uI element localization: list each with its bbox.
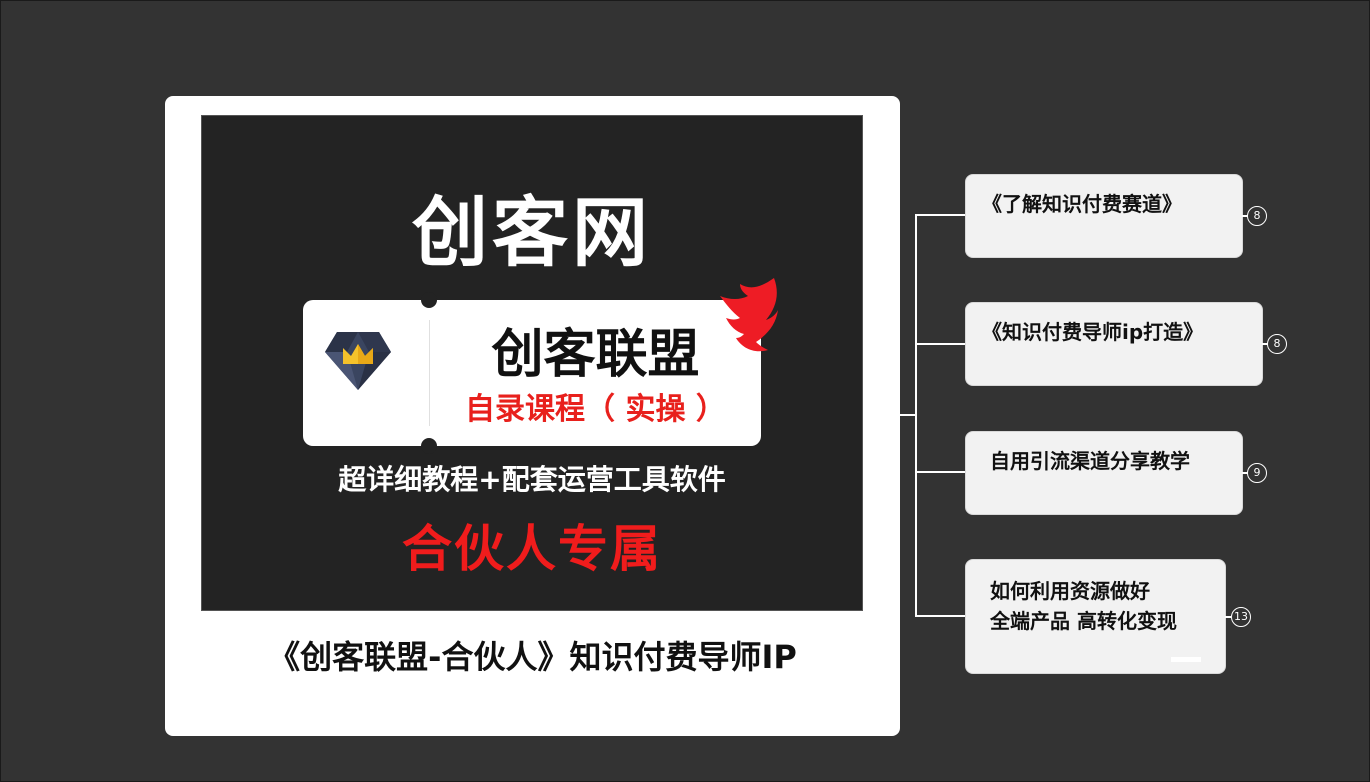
subtopic-2[interactable]: 《知识付费导师ip打造》 [965,302,1263,386]
connector-branch-4 [915,615,967,617]
flame-icon [720,278,778,352]
badge-stub-2 [1262,343,1268,345]
collapsed-count-badge-2[interactable]: 8 [1267,334,1287,354]
subtopic-3-label: 自用引流渠道分享教学 [990,449,1190,473]
ticket-banner: 创客联盟 自录课程（ 实操 ） [303,292,761,454]
collapsed-count-badge-1[interactable]: 8 [1247,206,1267,226]
badge-stub-3 [1242,472,1248,474]
connector-trunk [915,214,917,617]
badge-stub-1 [1242,215,1248,217]
subtopic-4[interactable]: 如何利用资源做好 全端产品 高转化变现 [965,559,1226,674]
ticket-divider [429,320,430,426]
subtopic-4-label-line-2: 全端产品 高转化变现 [990,609,1177,633]
subtopic-3[interactable]: 自用引流渠道分享教学 [965,431,1243,515]
central-topic-caption: 《创客联盟-合伙人》知识付费导师IP [268,638,797,676]
connector-branch-3 [915,471,967,473]
course-type-label: 自录课程（ 实操 ） [465,392,726,427]
course-poster-image: 创客网 创客联盟 自录课程（ 实操 ） 超详细教程+配套运营工具软件 合伙人专属 [201,115,863,611]
subtopic-2-label: 《知识付费导师ip打造》 [982,320,1204,344]
ticket-notch-top [421,292,437,308]
poster-tagline: 超详细教程+配套运营工具软件 [338,463,726,496]
diamond-crown-icon [325,332,391,390]
topic-4-marker [1171,657,1201,662]
subtopic-4-label-line-1: 如何利用资源做好 [990,579,1150,603]
subtopic-1-label: 《了解知识付费赛道》 [982,192,1182,216]
poster-title: 创客网 [412,188,652,277]
badge-stub-4 [1225,616,1231,618]
connector-branch-1 [915,214,967,216]
ticket-notch-bottom [421,438,437,454]
poster-exclusive-label: 合伙人专属 [402,520,662,578]
collapsed-count-badge-4[interactable]: 13 [1231,607,1251,627]
subtopic-1[interactable]: 《了解知识付费赛道》 [965,174,1243,258]
brand-name: 创客联盟 [491,325,700,385]
connector-stub [900,414,917,416]
connector-branch-2 [915,343,967,345]
collapsed-count-badge-3[interactable]: 9 [1247,463,1267,483]
